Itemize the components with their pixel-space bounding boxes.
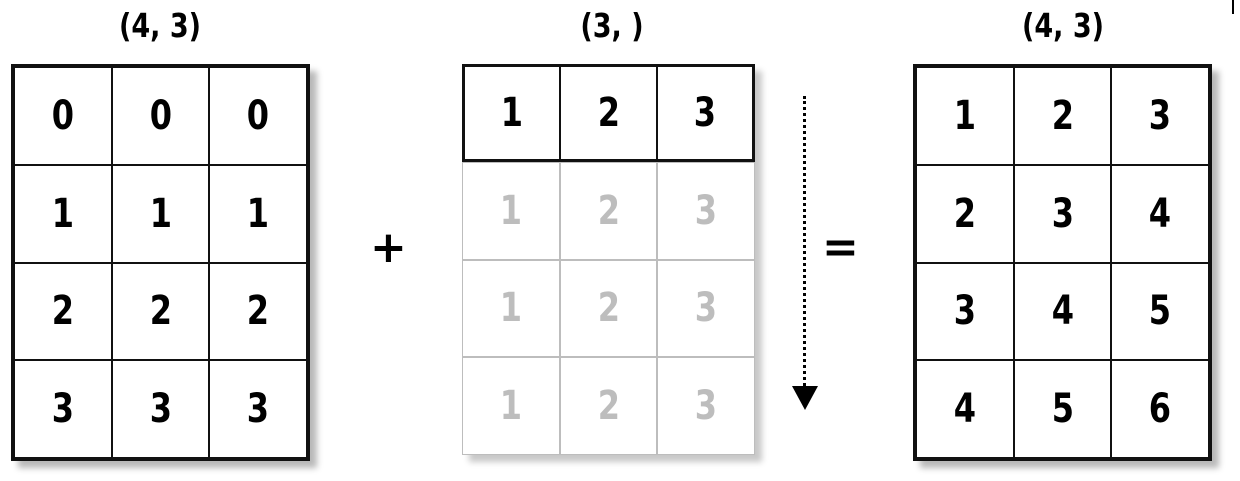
right-cell: 2 (916, 164, 1014, 263)
middle-cell: 1 (462, 64, 560, 162)
right-shape-label: (4, 3) (1021, 6, 1105, 45)
middle-cell-value: 1 (499, 383, 522, 430)
middle-cell-value: 3 (695, 285, 718, 332)
middle-cell-value: 1 (499, 187, 522, 234)
middle-cell-value: 2 (597, 383, 620, 430)
middle-cell: 2 (559, 357, 658, 455)
left-cell-value: 0 (51, 92, 74, 139)
right-cell-value: 4 (953, 386, 976, 433)
right-cell-value: 2 (1051, 92, 1074, 139)
right-cell-value: 5 (1149, 288, 1172, 335)
right-cell-value: 1 (953, 92, 976, 139)
right-cell: 3 (916, 262, 1014, 361)
middle-cell-value: 3 (694, 89, 717, 136)
left-shape-label: (4, 3) (118, 6, 202, 45)
equals-operator: = (822, 222, 859, 273)
left-cell-value: 3 (149, 386, 172, 433)
left-cell: 0 (209, 67, 307, 165)
plus-operator: + (370, 222, 407, 273)
right-cell: 5 (1013, 360, 1112, 458)
right-cell-value: 3 (1149, 92, 1172, 139)
left-cell-value: 1 (51, 190, 74, 237)
middle-cell: 1 (462, 357, 560, 455)
right-cell-value: 2 (953, 190, 976, 237)
middle-cell: 3 (657, 161, 755, 260)
right-array-grid: 1 2 3 2 3 4 3 4 5 4 5 6 (913, 64, 1212, 461)
right-cell: 2 (1013, 67, 1112, 165)
middle-cell-value: 2 (597, 187, 620, 234)
left-cell-value: 1 (149, 190, 172, 237)
right-cell-value: 4 (1149, 190, 1172, 237)
right-cell: 3 (1111, 67, 1209, 165)
left-cell-value: 2 (149, 288, 172, 335)
left-cell: 2 (209, 262, 307, 361)
middle-cell: 3 (657, 357, 755, 455)
left-cell-value: 1 (247, 190, 270, 237)
right-cell: 6 (1111, 360, 1209, 458)
middle-cell: 3 (657, 259, 755, 358)
left-cell: 1 (111, 164, 210, 263)
middle-array-grid: 1 2 3 1 2 3 1 2 3 1 2 3 (462, 64, 755, 455)
left-cell-value: 2 (51, 288, 74, 335)
middle-cell-value: 2 (597, 285, 620, 332)
middle-cell: 1 (462, 259, 560, 358)
right-cell-value: 3 (953, 288, 976, 335)
right-cell: 4 (1111, 164, 1209, 263)
right-cell: 3 (1013, 164, 1112, 263)
middle-cell-value: 2 (597, 89, 620, 136)
arrow-head-icon (792, 386, 818, 410)
right-cell-value: 5 (1051, 386, 1074, 433)
right-cell: 5 (1111, 262, 1209, 361)
middle-cell-value: 1 (500, 89, 523, 136)
left-cell: 3 (209, 360, 307, 458)
right-cell-value: 4 (1051, 288, 1074, 335)
middle-cell-value: 3 (695, 187, 718, 234)
left-cell-value: 3 (51, 386, 74, 433)
left-cell-value: 2 (247, 288, 270, 335)
left-cell: 2 (111, 262, 210, 361)
middle-shape-label: (3, ) (580, 6, 644, 45)
middle-cell: 2 (559, 259, 658, 358)
right-cell: 1 (916, 67, 1014, 165)
left-cell: 3 (111, 360, 210, 458)
left-cell-value: 0 (149, 92, 172, 139)
edge-tick (1232, 0, 1240, 14)
right-cell: 4 (1013, 262, 1112, 361)
middle-cell: 2 (559, 161, 658, 260)
left-cell: 1 (209, 164, 307, 263)
left-cell: 2 (14, 262, 112, 361)
middle-cell-value: 1 (499, 285, 522, 332)
right-cell: 4 (916, 360, 1014, 458)
middle-cell: 2 (559, 64, 658, 162)
right-cell-value: 6 (1149, 386, 1172, 433)
left-cell: 0 (14, 67, 112, 165)
middle-cell: 1 (462, 161, 560, 260)
right-cell-value: 3 (1051, 190, 1074, 237)
middle-cell: 3 (657, 64, 755, 162)
dotted-down-arrow-icon (803, 96, 806, 386)
middle-cell-value: 3 (695, 383, 718, 430)
left-cell-value: 0 (247, 92, 270, 139)
left-cell: 1 (14, 164, 112, 263)
left-cell: 3 (14, 360, 112, 458)
left-cell-value: 3 (247, 386, 270, 433)
left-cell: 0 (111, 67, 210, 165)
left-array-grid: 0 0 0 1 1 1 2 2 2 3 3 3 (11, 64, 310, 461)
